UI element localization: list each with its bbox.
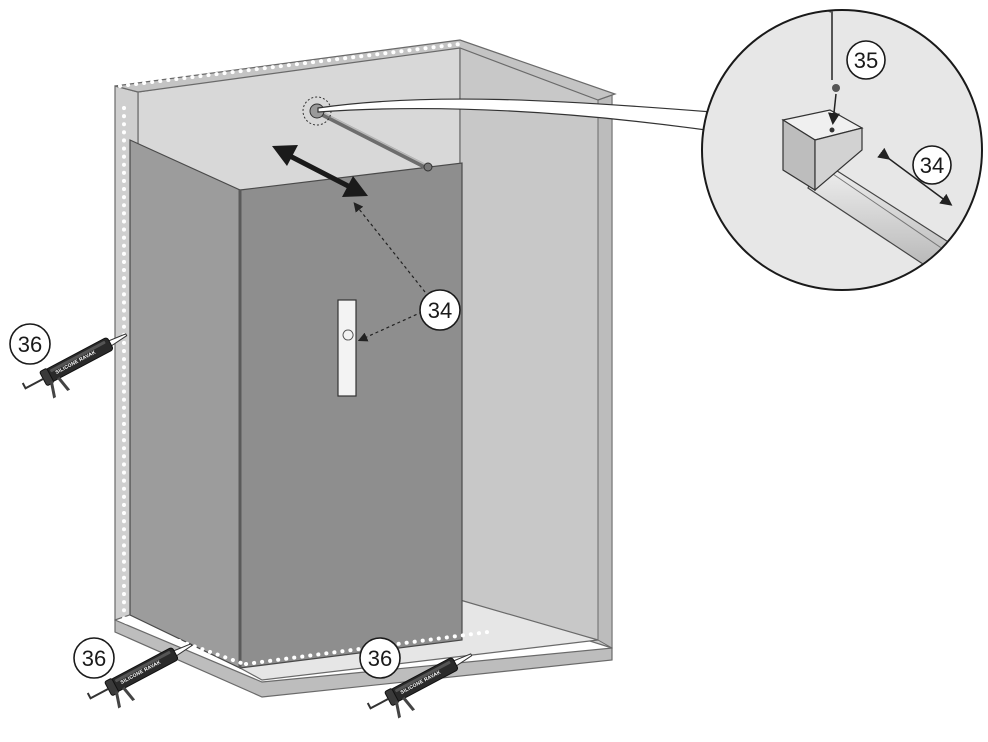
silicone-line-floor-left — [124, 620, 246, 666]
svg-text:36: 36 — [82, 646, 106, 671]
callout-detail-bar: 34 — [912, 145, 952, 185]
detail-slide-arrow — [877, 147, 953, 206]
callout-bottom-left-gun: 36 — [73, 637, 115, 679]
callout-leaders — [353, 202, 426, 342]
svg-text:34: 34 — [920, 153, 944, 178]
svg-text:36: 36 — [18, 332, 42, 357]
hex-key — [825, 11, 833, 80]
callout-detail-screw: 35 — [846, 40, 886, 80]
glass-panel-face — [239, 162, 463, 669]
set-screw — [832, 84, 840, 92]
svg-text:35: 35 — [854, 48, 878, 73]
floor-base — [114, 619, 613, 698]
callout-bottom-right-gun: 36 — [359, 637, 401, 679]
svg-text:36: 36 — [368, 646, 392, 671]
top-rim — [114, 39, 617, 101]
adjustment-arrow — [272, 145, 368, 197]
callout-bar-pointer: 34 — [419, 289, 461, 331]
svg-text:34: 34 — [428, 298, 452, 323]
panel-handle — [337, 299, 357, 397]
right-wall-edge — [597, 94, 613, 649]
silicone-line-top — [118, 42, 462, 88]
callout-left-gun: 36 — [9, 323, 51, 365]
detail-bracket-side — [814, 127, 863, 192]
glass-panel-edge — [129, 139, 241, 669]
glass-panel — [129, 139, 463, 669]
right-side-wall — [459, 42, 613, 649]
